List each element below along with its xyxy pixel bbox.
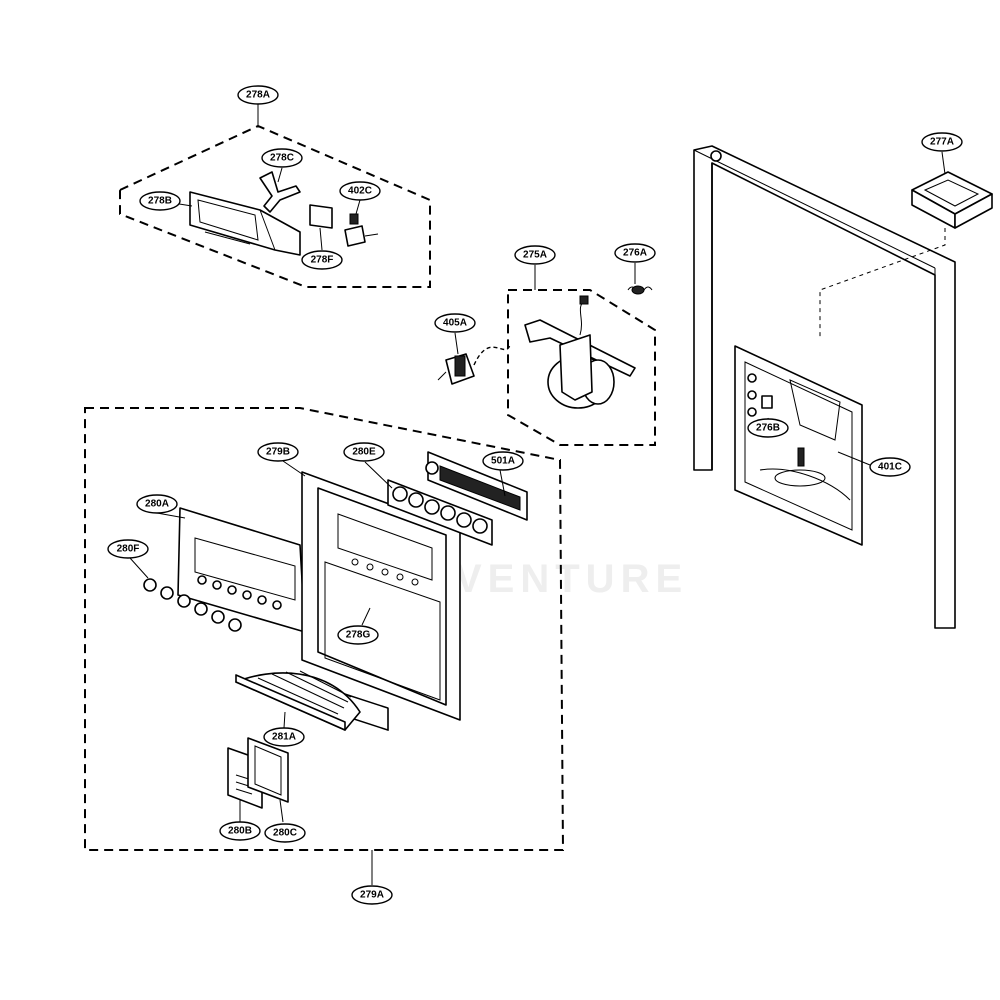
- group-outline-275A: [507, 289, 656, 446]
- part-lever-278C: [259, 171, 301, 213]
- leader-280A: [156, 512, 186, 519]
- watermark-text: VENTURE: [455, 557, 688, 601]
- callout-280E: 280E: [343, 442, 385, 462]
- svg-text:280B: 280B: [228, 826, 252, 837]
- refrigerator-door: [693, 145, 956, 629]
- svg-text:280E: 280E: [352, 447, 376, 458]
- callout-278G: 278G: [337, 625, 379, 645]
- leader-278F: [319, 227, 323, 251]
- part-actuator-275A: [524, 295, 636, 409]
- svg-text:402C: 402C: [348, 186, 372, 197]
- part-spring-276A: [627, 285, 653, 295]
- callout-280A: 280A: [136, 494, 178, 514]
- callout-401C: 401C: [869, 457, 911, 477]
- part-display-501A: [425, 451, 528, 521]
- part-knob-strip-280E: [364, 461, 493, 546]
- assembly-279A: [84, 407, 565, 885]
- callout-501A: 501A: [482, 451, 524, 471]
- svg-text:501A: 501A: [491, 456, 515, 467]
- svg-text:277A: 277A: [930, 137, 954, 148]
- svg-text:278A: 278A: [246, 90, 270, 101]
- svg-text:278F: 278F: [311, 255, 334, 266]
- callout-276B: 276B: [747, 418, 789, 438]
- callout-280B: 280B: [219, 821, 261, 841]
- leader-278G: [361, 607, 371, 626]
- svg-text:278G: 278G: [346, 630, 371, 641]
- part-housing-278B: [189, 191, 301, 256]
- leader-402C: [355, 199, 361, 215]
- part-frame-280C: [247, 737, 289, 823]
- svg-text:280F: 280F: [117, 544, 140, 555]
- svg-text:275A: 275A: [523, 250, 547, 261]
- callout-402C: 402C: [339, 181, 381, 201]
- leader-405A: [454, 332, 459, 355]
- callout-281A: 281A: [263, 727, 305, 747]
- part-solenoid-405A: [437, 332, 511, 385]
- svg-text:276A: 276A: [623, 248, 647, 259]
- part-buttons-280F: [129, 557, 242, 632]
- callout-275A: 275A: [514, 245, 556, 265]
- svg-text:276B: 276B: [756, 423, 780, 434]
- leader-280C: [279, 799, 284, 823]
- callout-280F: 280F: [107, 539, 149, 559]
- leader-401C: [837, 451, 871, 466]
- leader-277A: [941, 151, 946, 175]
- part-drip-tray-281A: [235, 670, 361, 731]
- leader-280E: [364, 461, 393, 489]
- assembly-278A: [119, 104, 431, 288]
- svg-text:281A: 281A: [272, 732, 296, 743]
- callout-405A: 405A: [434, 313, 476, 333]
- leader-281A: [283, 711, 286, 729]
- assembly-275A: [507, 263, 656, 446]
- callout-278A: 278A: [237, 85, 279, 105]
- callout-279A: 279A: [351, 885, 393, 905]
- svg-text:279A: 279A: [360, 890, 384, 901]
- callout-278B: 278B: [139, 191, 181, 211]
- part-cap-277A: [911, 151, 993, 229]
- part-switch-402C: [344, 213, 379, 247]
- leader-280F: [129, 557, 149, 579]
- svg-text:280C: 280C: [273, 828, 297, 839]
- callout-280C: 280C: [264, 823, 306, 843]
- part-frame-279B: [282, 460, 461, 731]
- svg-text:278C: 278C: [270, 153, 294, 164]
- svg-text:279B: 279B: [266, 447, 290, 458]
- callout-278C: 278C: [261, 148, 303, 168]
- part-pad-278F: [309, 204, 333, 229]
- svg-text:401C: 401C: [878, 462, 902, 473]
- callout-279B: 279B: [257, 442, 299, 462]
- leader-278C: [277, 167, 283, 183]
- callout-277A: 277A: [921, 132, 963, 152]
- part-front-panel-280A: [156, 507, 306, 633]
- svg-text:280A: 280A: [145, 499, 169, 510]
- svg-text:405A: 405A: [443, 318, 467, 329]
- callout-276A: 276A: [614, 243, 656, 263]
- leader-501A: [499, 469, 506, 497]
- svg-text:278B: 278B: [148, 196, 172, 207]
- leader-279B: [282, 460, 306, 477]
- callout-278F: 278F: [301, 250, 343, 270]
- group-outline-279A: [84, 407, 565, 851]
